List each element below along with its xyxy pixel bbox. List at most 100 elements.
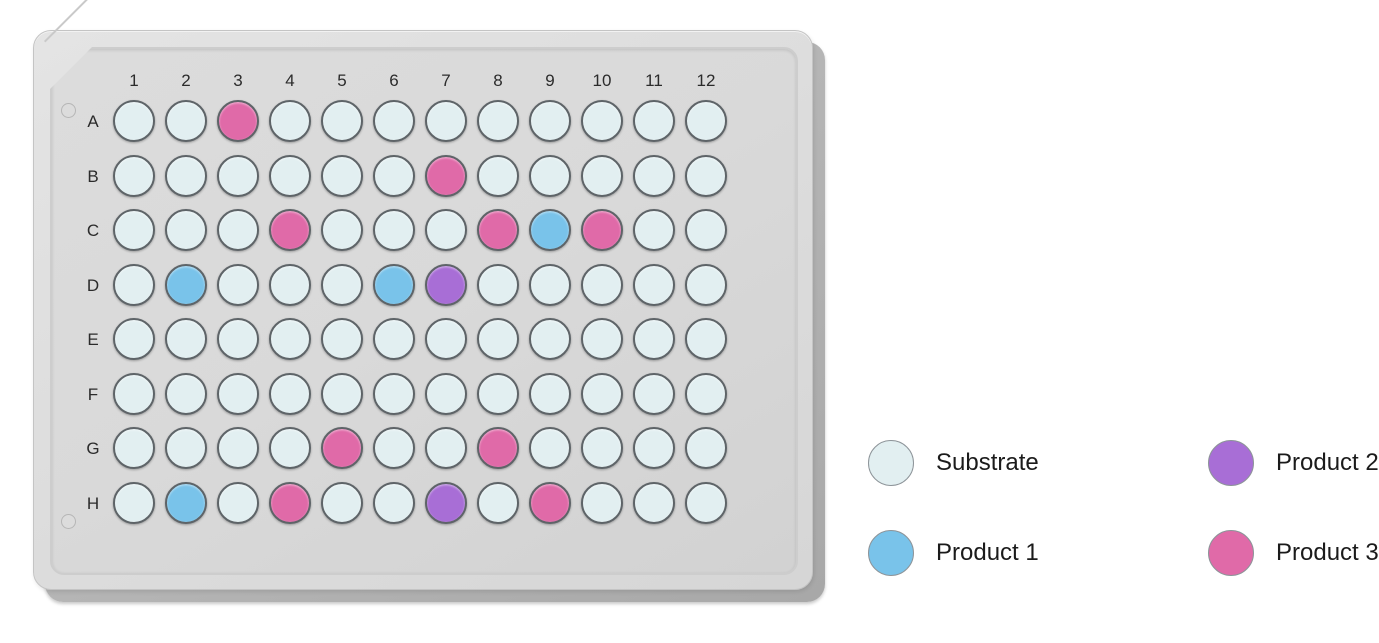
- well-A1[interactable]: [113, 100, 155, 142]
- well-H1[interactable]: [113, 481, 155, 524]
- well-G10[interactable]: [581, 427, 623, 469]
- well-D3[interactable]: [217, 263, 259, 306]
- well-B4[interactable]: [269, 154, 311, 197]
- well-G2[interactable]: [165, 427, 207, 469]
- well-G8[interactable]: [477, 427, 519, 469]
- well-E10[interactable]: [581, 318, 623, 360]
- well-F10[interactable]: [581, 372, 623, 415]
- well-A10[interactable]: [581, 100, 623, 142]
- well-D4[interactable]: [269, 263, 311, 306]
- well-E3[interactable]: [217, 318, 259, 360]
- well-H3[interactable]: [217, 481, 259, 524]
- well-D10[interactable]: [581, 263, 623, 306]
- well-B12[interactable]: [685, 154, 727, 197]
- well-H2[interactable]: [165, 481, 207, 524]
- well-C2[interactable]: [165, 209, 207, 251]
- well-D6[interactable]: [373, 263, 415, 306]
- well-D11[interactable]: [633, 263, 675, 306]
- well-B8[interactable]: [477, 154, 519, 197]
- well-H6[interactable]: [373, 481, 415, 524]
- well-E5[interactable]: [321, 318, 363, 360]
- well-B1[interactable]: [113, 154, 155, 197]
- well-H9[interactable]: [529, 481, 571, 524]
- well-C5[interactable]: [321, 209, 363, 251]
- well-C1[interactable]: [113, 209, 155, 251]
- well-F5[interactable]: [321, 372, 363, 415]
- well-C11[interactable]: [633, 209, 675, 251]
- well-A4[interactable]: [269, 100, 311, 142]
- well-G6[interactable]: [373, 427, 415, 469]
- well-B9[interactable]: [529, 154, 571, 197]
- well-B10[interactable]: [581, 154, 623, 197]
- plate-alignment-notch-bottom: [61, 514, 76, 529]
- well-G12[interactable]: [685, 427, 727, 469]
- well-D2[interactable]: [165, 263, 207, 306]
- well-A8[interactable]: [477, 100, 519, 142]
- well-D5[interactable]: [321, 263, 363, 306]
- well-E4[interactable]: [269, 318, 311, 360]
- well-E2[interactable]: [165, 318, 207, 360]
- well-H11[interactable]: [633, 481, 675, 524]
- well-D8[interactable]: [477, 263, 519, 306]
- well-E8[interactable]: [477, 318, 519, 360]
- well-C4[interactable]: [269, 209, 311, 251]
- well-F12[interactable]: [685, 372, 727, 415]
- well-B2[interactable]: [165, 154, 207, 197]
- legend-item-product1: Product 1: [868, 530, 1039, 576]
- row-header-E: E: [87, 330, 99, 349]
- well-C10[interactable]: [581, 209, 623, 251]
- well-F11[interactable]: [633, 372, 675, 415]
- well-A7[interactable]: [425, 100, 467, 142]
- well-G1[interactable]: [113, 427, 155, 469]
- well-A9[interactable]: [529, 100, 571, 142]
- well-C9[interactable]: [529, 209, 571, 251]
- well-D1[interactable]: [113, 263, 155, 306]
- well-G3[interactable]: [217, 427, 259, 469]
- well-B6[interactable]: [373, 154, 415, 197]
- well-A6[interactable]: [373, 100, 415, 142]
- well-F3[interactable]: [217, 372, 259, 415]
- well-H10[interactable]: [581, 481, 623, 524]
- well-C7[interactable]: [425, 209, 467, 251]
- well-G9[interactable]: [529, 427, 571, 469]
- well-A5[interactable]: [321, 100, 363, 142]
- well-F9[interactable]: [529, 372, 571, 415]
- legend-item-substrate: Substrate: [868, 440, 1039, 486]
- well-G11[interactable]: [633, 427, 675, 469]
- well-D7[interactable]: [425, 263, 467, 306]
- well-E1[interactable]: [113, 318, 155, 360]
- well-F2[interactable]: [165, 372, 207, 415]
- well-C6[interactable]: [373, 209, 415, 251]
- well-H8[interactable]: [477, 481, 519, 524]
- well-F7[interactable]: [425, 372, 467, 415]
- well-C12[interactable]: [685, 209, 727, 251]
- well-G5[interactable]: [321, 427, 363, 469]
- well-G7[interactable]: [425, 427, 467, 469]
- well-H7[interactable]: [425, 481, 467, 524]
- well-F8[interactable]: [477, 372, 519, 415]
- well-H4[interactable]: [269, 481, 311, 524]
- well-C3[interactable]: [217, 209, 259, 251]
- well-E9[interactable]: [529, 318, 571, 360]
- well-C8[interactable]: [477, 209, 519, 251]
- well-D9[interactable]: [529, 263, 571, 306]
- well-D12[interactable]: [685, 263, 727, 306]
- well-F4[interactable]: [269, 372, 311, 415]
- well-B11[interactable]: [633, 154, 675, 197]
- well-A11[interactable]: [633, 100, 675, 142]
- well-E12[interactable]: [685, 318, 727, 360]
- well-B5[interactable]: [321, 154, 363, 197]
- well-B3[interactable]: [217, 154, 259, 197]
- well-A12[interactable]: [685, 100, 727, 142]
- well-A2[interactable]: [165, 100, 207, 142]
- well-E7[interactable]: [425, 318, 467, 360]
- well-F6[interactable]: [373, 372, 415, 415]
- well-H5[interactable]: [321, 481, 363, 524]
- well-G4[interactable]: [269, 427, 311, 469]
- well-A3[interactable]: [217, 100, 259, 142]
- well-E6[interactable]: [373, 318, 415, 360]
- well-E11[interactable]: [633, 318, 675, 360]
- well-H12[interactable]: [685, 481, 727, 524]
- well-B7[interactable]: [425, 154, 467, 197]
- well-F1[interactable]: [113, 372, 155, 415]
